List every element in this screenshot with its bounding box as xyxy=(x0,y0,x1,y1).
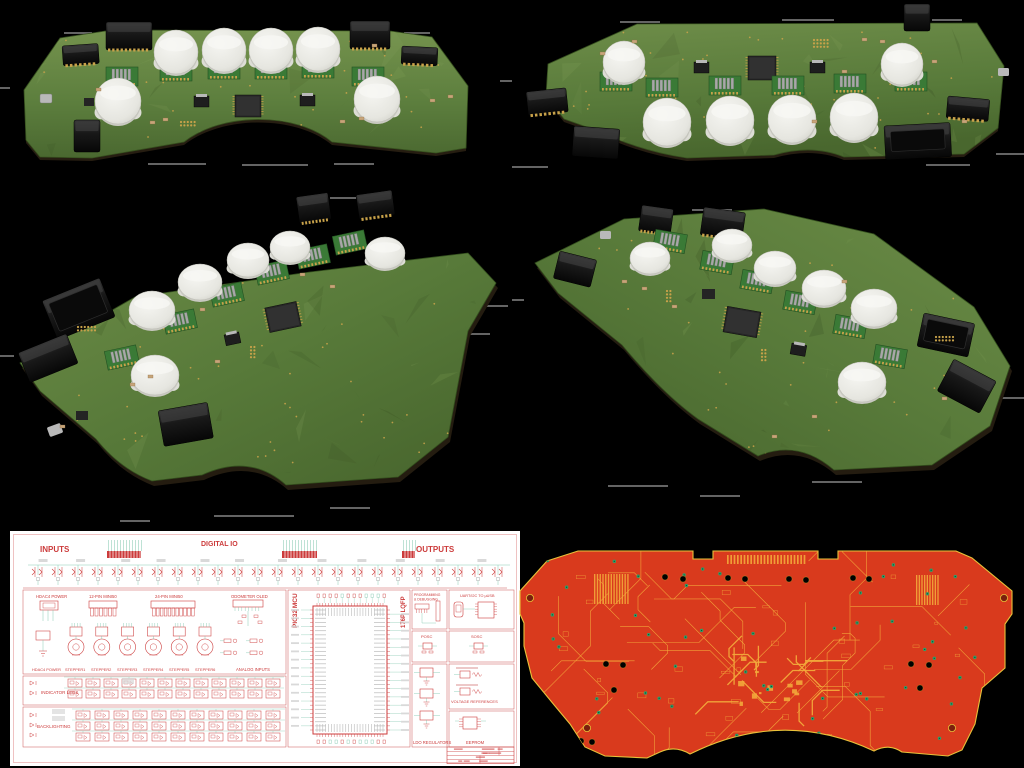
eeprom-label: EEPROM xyxy=(466,740,485,745)
uart-usb-label: UART/I2C TO µUSB xyxy=(460,594,495,598)
title-block xyxy=(446,746,515,764)
svg-text:STEPPER2: STEPPER2 xyxy=(91,667,111,672)
schematic-paper xyxy=(10,531,520,766)
render-rear-view xyxy=(512,3,1024,168)
svg-text:STEPPER6: STEPPER6 xyxy=(195,667,215,672)
backlighting-grid xyxy=(29,708,285,742)
left-column-symbols xyxy=(39,599,264,655)
svg-text:STEPPER4: STEPPER4 xyxy=(143,667,164,672)
render-iso-left-view xyxy=(0,189,508,522)
schematic-sheet: INPUTS DIGITAL IO OUTPUTS HDAC4 POWER 12… xyxy=(10,531,520,766)
pcb-layout-view xyxy=(519,550,1013,759)
ldo-regulators-label: LDO REGULATORS xyxy=(413,740,451,745)
odometer-oled-label: ODOMETER OLED xyxy=(231,594,268,599)
indicator-leds-label: INDICATOR LEDS xyxy=(41,690,78,695)
copper-traces xyxy=(542,551,985,758)
stepper-symbols xyxy=(35,623,214,657)
svg-text:HDAC4 POWER: HDAC4 POWER xyxy=(32,667,61,672)
mcu-symbol xyxy=(291,593,409,744)
rear-components xyxy=(525,3,1009,161)
digital-io-symbols xyxy=(28,540,510,585)
right-column-symbols xyxy=(414,600,497,730)
outputs-label: OUTPUTS xyxy=(416,545,455,554)
table-reflections xyxy=(0,32,512,166)
posc-label: POSC xyxy=(421,634,432,639)
vias xyxy=(545,558,982,740)
schematic-section-frames xyxy=(22,587,515,748)
debugging-label: & DEBUGGING xyxy=(414,598,438,602)
backlighting-label: BACKLIGHTING xyxy=(37,724,71,729)
mini50-24-label: 24-PIN MINI50 xyxy=(155,594,183,599)
iso-right-components xyxy=(553,205,996,439)
mini50-12-label: 12-PIN MINI50 xyxy=(89,594,117,599)
render-front-view xyxy=(0,20,512,166)
schematic-border xyxy=(13,534,517,763)
svg-text:STEPPER1: STEPPER1 xyxy=(65,667,85,672)
inputs-label: INPUTS xyxy=(40,545,70,554)
lqfp-label: 176P LQFP xyxy=(401,596,407,628)
programming-label: PROGRAMMING xyxy=(414,593,441,597)
voltage-references-label: VOLTAGE REFERENCES xyxy=(451,699,498,704)
indicator-led-grid xyxy=(29,676,284,699)
render-iso-right-view xyxy=(512,205,1024,497)
iso-left-components xyxy=(18,189,406,447)
svg-text:STEPPER5: STEPPER5 xyxy=(169,667,189,672)
layout-board-outline xyxy=(519,550,1013,759)
stepper-row-labels: HDAC4 POWER STEPPER1 STEPPER2 STEPPER3 S… xyxy=(32,667,215,672)
sosc-label: SOSC xyxy=(471,634,482,639)
hdac4-power-label: HDAC4 POWER xyxy=(36,594,67,599)
front-components xyxy=(39,20,454,153)
drill-holes xyxy=(525,573,1008,746)
table-reflections xyxy=(512,19,1024,168)
svg-text:STEPPER3: STEPPER3 xyxy=(117,667,137,672)
analog-inputs-label: ANALOG INPUTS xyxy=(236,667,270,672)
digital-io-label: DIGITAL IO xyxy=(201,541,238,548)
footprint-outlines xyxy=(559,574,968,739)
